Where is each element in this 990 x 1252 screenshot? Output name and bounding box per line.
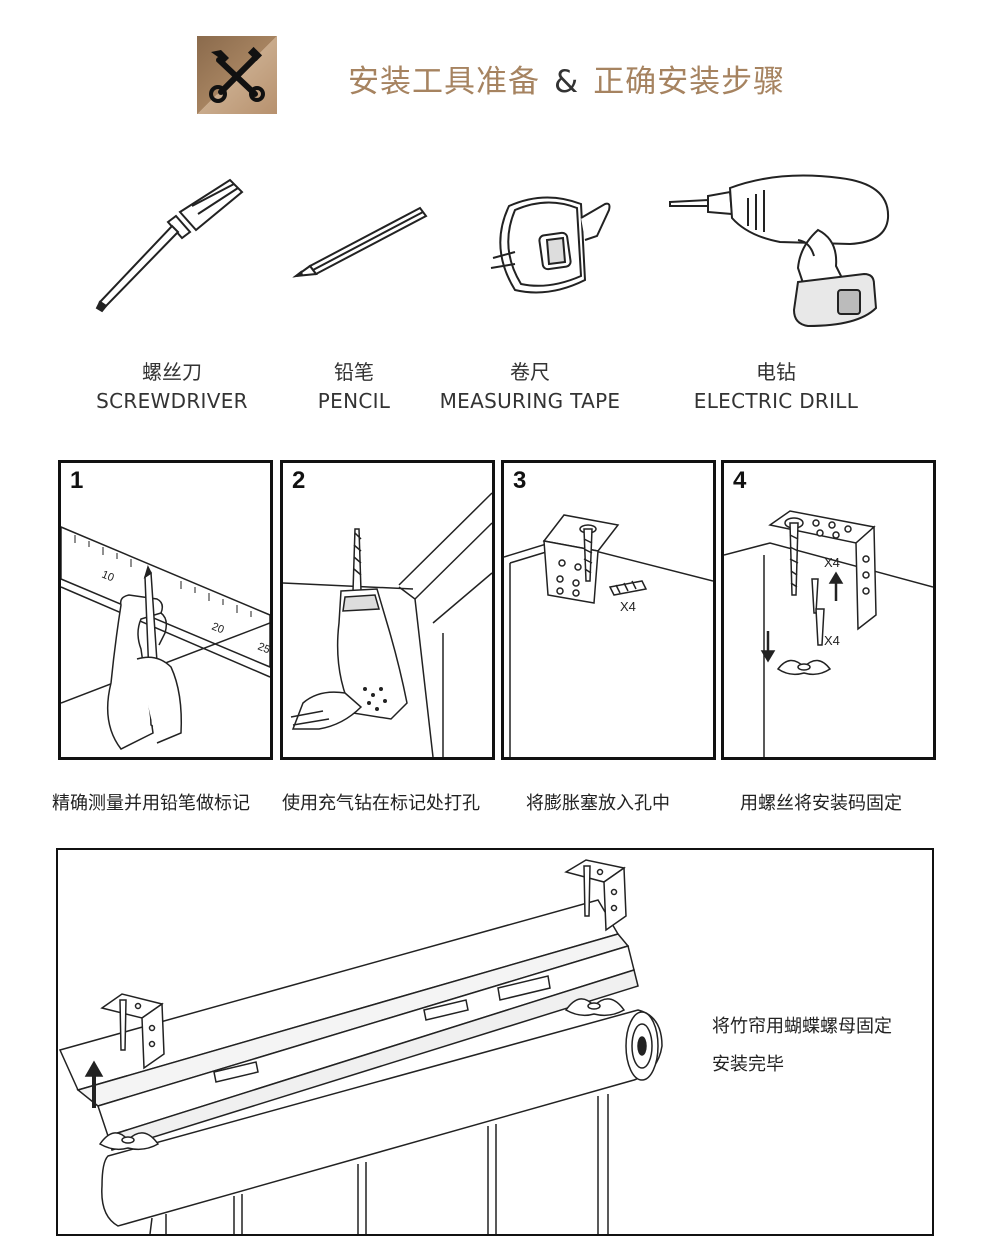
step-1-panel: 1 10 20 25 (58, 460, 273, 760)
tool-en: SCREWDRIVER (96, 389, 248, 413)
tool-label-screwdriver: 螺丝刀 SCREWDRIVER (72, 358, 272, 416)
tool-cn: 铅笔 (334, 360, 374, 384)
ruler-mark-25: 25 (256, 641, 270, 657)
pencil-icon (290, 200, 430, 280)
final-instruction-line-2: 安装完毕 (712, 1054, 784, 1075)
step-3-caption: 将膨胀塞放入孔中 (526, 793, 670, 814)
tool-en: ELECTRIC DRILL (693, 389, 859, 413)
title-amp: & (554, 64, 580, 100)
ruler-mark-10: 10 (100, 569, 116, 585)
title-left: 安装工具准备 (348, 64, 540, 100)
page-title: 安装工具准备&正确安装步骤 (348, 56, 785, 101)
final-instruction-line-1: 将竹帘用蝴蝶螺母固定 (712, 1016, 892, 1037)
step-number: 4 (733, 467, 747, 494)
step-3-panel: 3 X4 (501, 460, 716, 760)
tools-icon (197, 36, 277, 114)
count-label: X4 (620, 599, 636, 614)
tool-cn: 螺丝刀 (142, 360, 202, 384)
roller-blind-illustration (58, 859, 663, 1234)
step-4-panel: 4 (721, 460, 936, 760)
tool-cn: 电钻 (756, 360, 796, 384)
measuring-tape-icon (485, 188, 625, 303)
count-label-b: X4 (824, 633, 840, 648)
step-number: 3 (513, 467, 527, 494)
step-2-caption: 使用充气钻在标记处打孔 (282, 793, 480, 814)
step-4-caption: 用螺丝将安装码固定 (740, 793, 902, 814)
step-1-caption: 精确测量并用铅笔做标记 (52, 793, 250, 814)
count-label-a: X4 (824, 555, 840, 570)
screwdriver-icon (92, 170, 252, 320)
step-2-panel: 2 (280, 460, 495, 760)
ruler-mark-20: 20 (210, 621, 226, 637)
step-number: 2 (292, 467, 306, 494)
electric-drill-icon (668, 170, 898, 330)
tool-label-pencil: 铅笔 PENCIL (284, 358, 424, 416)
step-number: 1 (70, 467, 84, 494)
tool-label-measuring-tape: 卷尺 MEASURING TAPE (430, 358, 630, 416)
tool-en: PENCIL (317, 389, 391, 413)
title-right: 正确安装步骤 (593, 64, 786, 100)
tool-cn: 卷尺 (510, 360, 550, 384)
tool-en: MEASURING TAPE (439, 389, 621, 413)
tool-label-electric-drill: 电钻 ELECTRIC DRILL (676, 358, 876, 416)
final-installation-panel: 将竹帘用蝴蝶螺母固定 安装完毕 (56, 848, 934, 1236)
